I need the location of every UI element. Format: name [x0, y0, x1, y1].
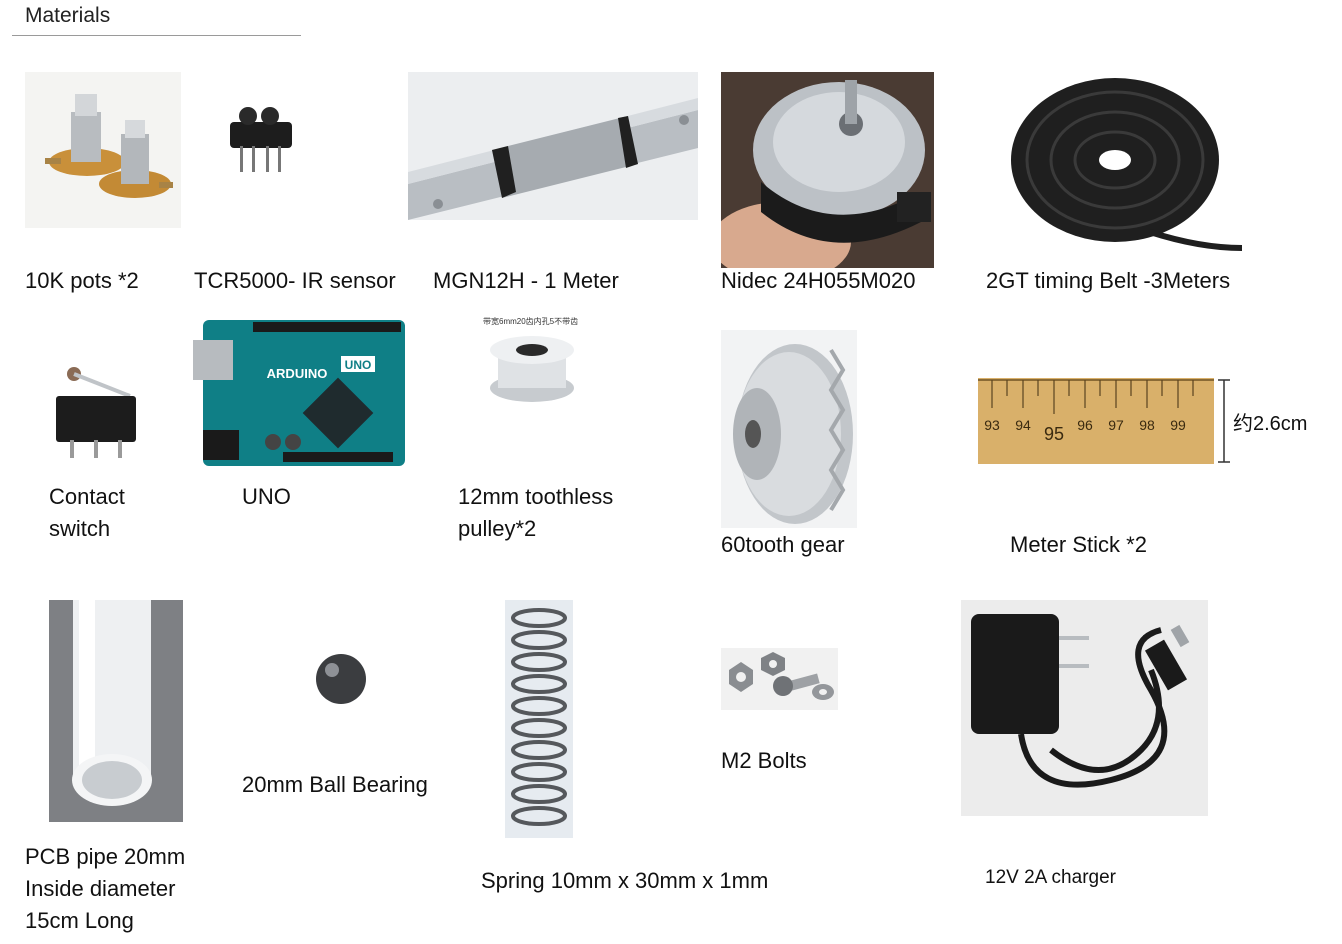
motor-image: [721, 72, 934, 268]
meter-tick-97: 97: [1108, 417, 1124, 433]
linear-rail-label: MGN12H - 1 Meter: [433, 268, 619, 293]
bolts-image: [721, 648, 838, 710]
bolts-label: M2 Bolts: [721, 748, 807, 773]
pipe-label-line-2: Inside diameter: [25, 876, 176, 901]
contact-switch-label: Contact switch: [49, 481, 125, 545]
pipe-label-line-3: 15cm Long: [25, 908, 134, 933]
meter-tick-98: 98: [1139, 417, 1155, 433]
pulley-label-line-1: 12mm toothless: [458, 484, 614, 509]
meter-tick-94: 94: [1015, 417, 1031, 433]
meter-tick-96: 96: [1077, 417, 1093, 433]
pulley-caption: 带宽6mm20齿内孔5不带齿: [483, 314, 583, 330]
meter-tick-93: 93: [984, 417, 1000, 433]
spring-label: Spring 10mm x 30mm x 1mm: [481, 868, 769, 893]
linear-rail-image: [408, 72, 698, 220]
contact-switch-image: [50, 360, 140, 460]
ball-bearing-image: [312, 648, 370, 710]
ir-sensor-label: TCR5000- IR sensor: [194, 268, 396, 293]
pulley-caption-text: 带宽6mm20齿内孔5不带齿: [483, 317, 579, 326]
motor-label: Nidec 24H055M020: [721, 268, 916, 293]
meter-stick-label: Meter Stick *2: [1010, 532, 1147, 557]
arduino-board-text: ARDUINO: [267, 366, 328, 381]
meter-stick-image: 93 94 95 96 97 98 99: [978, 378, 1214, 464]
contact-switch-label-line-1: Contact: [49, 484, 125, 509]
timing-belt-label: 2GT timing Belt -3Meters: [986, 268, 1231, 293]
meter-tick-95: 95: [1044, 424, 1064, 444]
title-underline: [12, 35, 301, 36]
charger-label: 12V 2A charger: [985, 867, 1116, 888]
pulley-label: 12mm toothless pulley*2: [458, 481, 613, 545]
contact-switch-label-line-2: switch: [49, 516, 111, 541]
pipe-image: [49, 600, 183, 822]
pipe-label-line-1: PCB pipe 20mm: [25, 844, 186, 869]
meter-stick-dimension: 约2.6cm: [1233, 413, 1308, 435]
spring-image: [505, 600, 573, 838]
uno-label: UNO: [242, 484, 291, 509]
timing-belt-image: [1000, 72, 1250, 272]
gear-image: [721, 330, 857, 528]
gear-label: 60tooth gear: [721, 532, 845, 557]
meter-tick-99: 99: [1170, 417, 1186, 433]
arduino-uno-image: ARDUINO UNO: [193, 312, 408, 470]
pipe-label: PCB pipe 20mm Inside diameter 15cm Long: [25, 841, 185, 937]
page-title: Materials: [25, 4, 111, 27]
ball-bearing-label: 20mm Ball Bearing: [242, 772, 428, 797]
dimension-bracket-icon: [1218, 378, 1230, 464]
pots-label: 10K pots *2: [25, 268, 139, 293]
pulley-image: [484, 330, 580, 404]
ir-sensor-image: [222, 102, 300, 176]
pots-image: [25, 72, 181, 228]
pulley-label-line-2: pulley*2: [458, 516, 537, 541]
arduino-badge-text: UNO: [345, 358, 372, 372]
charger-image: [961, 600, 1208, 816]
